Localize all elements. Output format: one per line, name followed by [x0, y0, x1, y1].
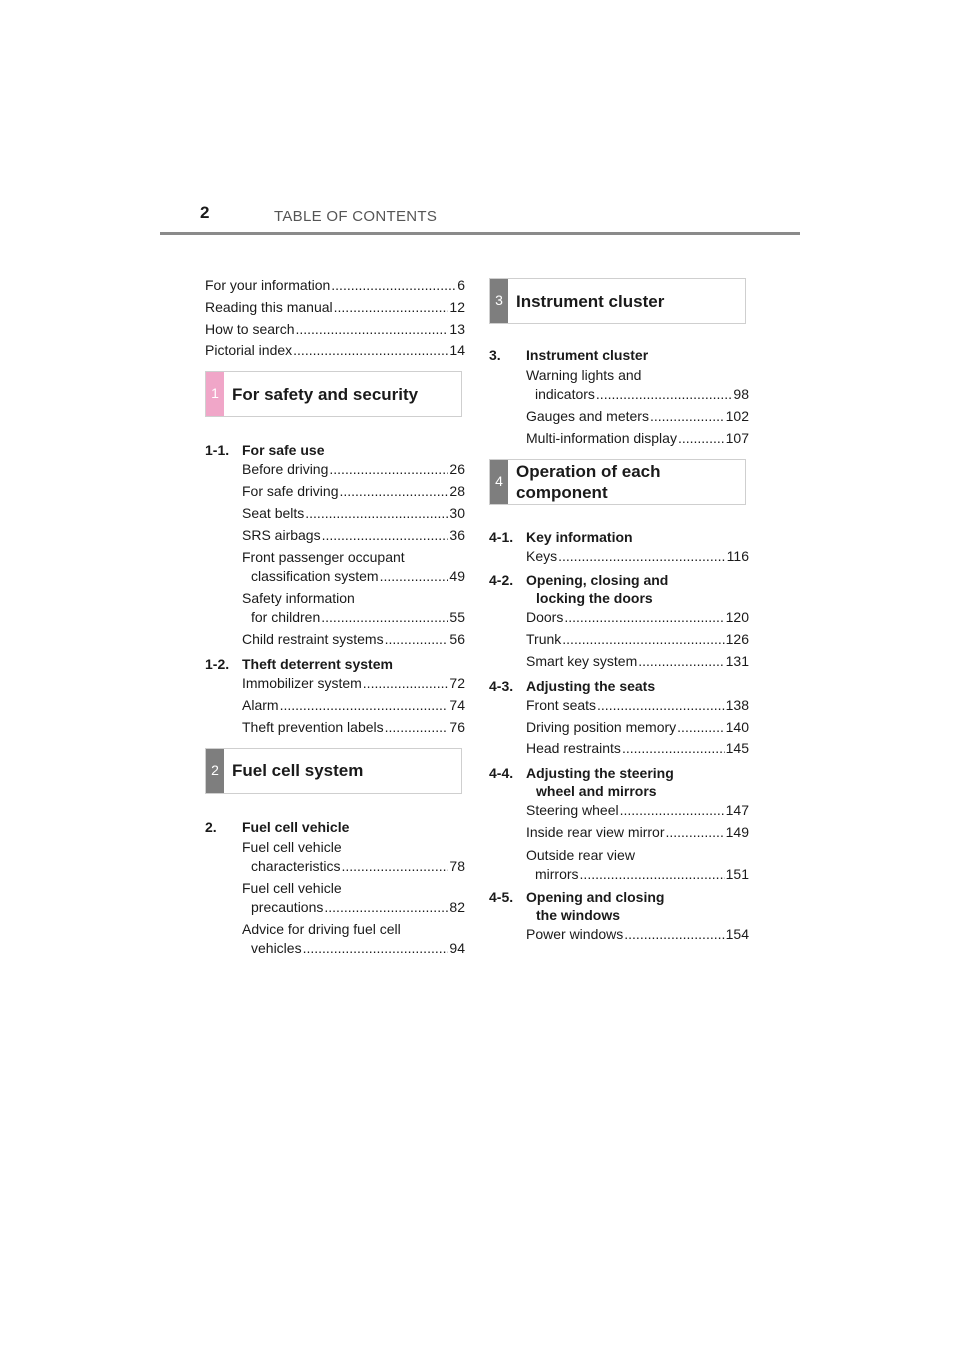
section-number-tab: 1	[206, 372, 224, 417]
chapter-items: Keys116	[489, 546, 749, 568]
toc-entry[interactable]: Before driving26	[242, 459, 465, 481]
chapter-heading[interactable]: 2. Fuel cell vehicle	[205, 818, 350, 835]
chapter-items: Front seats138 Driving position memory14…	[489, 695, 749, 760]
toc-entry[interactable]: Pictorial index14	[205, 340, 465, 362]
section-header-1[interactable]: 1 For safety and security	[205, 371, 462, 418]
chapter-items: Immobilizer system72 Alarm74 Theft preve…	[205, 673, 465, 738]
toc-entry[interactable]: Seat belts30	[242, 503, 465, 525]
toc-entry[interactable]: Fuel cell vehicle precautions82	[242, 879, 465, 917]
toc-entry[interactable]: Head restraints145	[526, 738, 749, 760]
chapter-items: Steering wheel147 Inside rear view mirro…	[489, 800, 749, 884]
chapter-heading[interactable]: 3. Instrument cluster	[489, 347, 649, 363]
chapter-items: Warning lights and indicators98 Gauges a…	[489, 366, 749, 450]
toc-entry[interactable]: Alarm74	[242, 695, 465, 717]
section-header-4[interactable]: 4 Operation of each component	[489, 458, 746, 505]
toc-entry[interactable]: For safe driving28	[242, 481, 465, 503]
toc-entry[interactable]: Safety information for children55	[242, 589, 465, 627]
toc-entry[interactable]: Front passenger occupant classification …	[242, 548, 465, 586]
section-number-tab: 4	[490, 459, 508, 504]
toc-entry[interactable]: Keys116	[526, 546, 749, 568]
header-divider	[160, 232, 800, 235]
toc-entry[interactable]: Trunk126	[526, 629, 749, 651]
section-title: For safety and security	[232, 384, 419, 404]
toc-entry[interactable]: Child restraint systems56	[242, 629, 465, 651]
toc-entry[interactable]: Multi-information display107	[526, 428, 749, 450]
toc-entry[interactable]: Reading this manual12	[205, 297, 465, 319]
toc-entry[interactable]: Warning lights and indicators98	[526, 366, 749, 404]
toc-entry[interactable]: Advice for driving fuel cell vehicles94	[242, 920, 465, 958]
page-header: 2 TABLE OF CONTENTS	[160, 203, 800, 237]
section-header-3[interactable]: 3 Instrument cluster	[489, 278, 746, 324]
toc-entry[interactable]: Doors120	[526, 607, 749, 629]
toc-entry[interactable]: SRS airbags36	[242, 525, 465, 547]
section-title: Instrument cluster	[516, 291, 665, 311]
section-header-2[interactable]: 2 Fuel cell system	[205, 747, 462, 794]
chapter-items: Fuel cell vehicle characteristics78 Fuel…	[205, 838, 465, 958]
toc-entry[interactable]: How to search13	[205, 319, 465, 341]
toc-entry[interactable]: Gauges and meters102	[526, 406, 749, 428]
toc-entry[interactable]: For your information6	[205, 275, 465, 297]
toc-entry[interactable]: Front seats138	[526, 695, 749, 717]
toc-entry[interactable]: Immobilizer system72	[242, 673, 465, 695]
chapter-heading[interactable]: 4-3. Adjusting the seats	[489, 677, 656, 694]
toc-entry[interactable]: Power windows154	[526, 924, 749, 946]
toc-right-column: 3 Instrument cluster 3. Instrument clust…	[489, 278, 749, 946]
toc-entry[interactable]: Driving position memory140	[526, 717, 749, 739]
section-number-tab: 3	[490, 279, 508, 323]
chapter-heading[interactable]: 1-2. Theft deterrent system	[205, 656, 393, 673]
toc-entry[interactable]: Smart key system131	[526, 651, 749, 673]
chapter-items: Before driving26 For safe driving28 Seat…	[205, 459, 465, 651]
toc-entry[interactable]: Outside rear view mirrors151	[526, 846, 749, 884]
section-title: Operation of each component	[516, 461, 661, 502]
chapter-heading[interactable]: 4-1. Key information	[489, 528, 633, 545]
toc-entry[interactable]: Inside rear view mirror149	[526, 822, 749, 844]
chapter-heading[interactable]: 1-1. For safe use	[205, 442, 325, 459]
toc-left-column: For your information6 Reading this manua…	[205, 275, 465, 958]
section-number-tab: 2	[206, 748, 224, 793]
chapter-items: Doors120 Trunk126 Smart key system131	[489, 607, 749, 672]
toc-entry[interactable]: Theft prevention labels76	[242, 717, 465, 739]
page-number: 2	[200, 203, 210, 222]
header-title: TABLE OF CONTENTS	[274, 208, 438, 225]
section-title: Fuel cell system	[232, 761, 364, 781]
toc-entry[interactable]: Steering wheel147	[526, 800, 749, 822]
toc-entry[interactable]: Fuel cell vehicle characteristics78	[242, 838, 465, 876]
chapter-items: Power windows154	[489, 924, 749, 946]
